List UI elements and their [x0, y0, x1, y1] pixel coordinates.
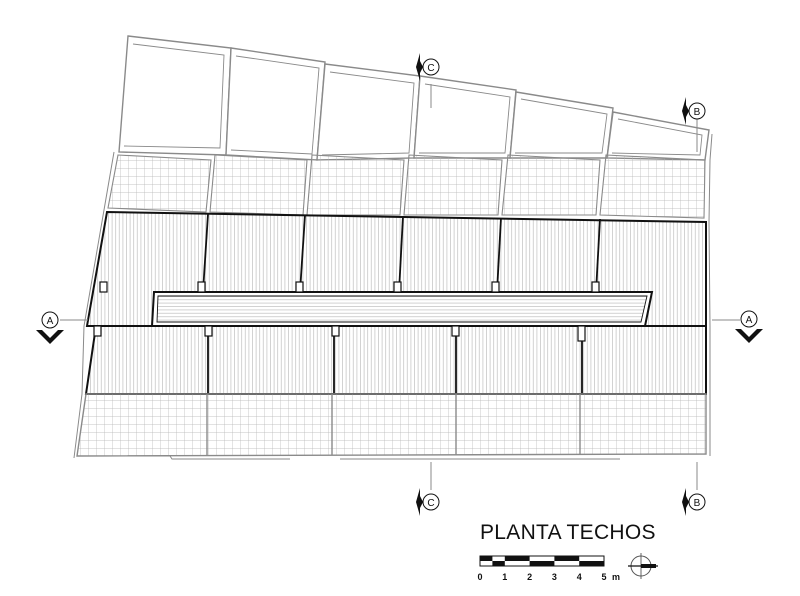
marker-label-c-top: C [427, 63, 434, 74]
tiled-roof-4 [403, 154, 503, 216]
plan-title: PLANTA TECHOS [480, 521, 656, 544]
section-marker-b-bottom: B [682, 488, 706, 516]
scale-label-4: 4 [577, 572, 582, 582]
upper-tiled-band [107, 154, 706, 219]
terrace-5 [509, 91, 614, 159]
terrace-4 [413, 75, 517, 159]
marker-label-b-bottom: B [694, 498, 701, 509]
marker-label-c-bottom: C [427, 498, 434, 509]
scale-label-0: 0 [477, 572, 482, 582]
marker-label-a-right: A [746, 315, 753, 326]
tiled-roof-6 [599, 154, 706, 219]
scale-label-5: 5 [601, 572, 606, 582]
downpipes [93, 281, 600, 342]
terrace-inner-lines [123, 43, 703, 156]
scale-label-2: 2 [527, 572, 532, 582]
lower-sloped-roofs [84, 325, 707, 395]
tiled-roof-5 [501, 154, 601, 216]
scale-label-1: 1 [502, 572, 507, 582]
section-marker-a-right: A [735, 310, 763, 343]
outer-perimeter [73, 133, 713, 459]
section-marker-c-bottom: C [416, 488, 440, 516]
tiled-roof-3 [306, 154, 405, 216]
central-gallery [150, 291, 654, 327]
scale-unit: m [612, 572, 620, 582]
upper-terraces [118, 35, 710, 161]
north-arrow-icon [628, 553, 658, 579]
tiled-roof-lower [76, 393, 707, 457]
lower-tiled-band [76, 393, 707, 460]
section-marker-b-top: B [682, 97, 706, 125]
sloped-roof-lower [86, 326, 706, 394]
terrace-3 [316, 63, 421, 161]
scale-bar: 0 1 2 3 4 5 m [477, 555, 620, 582]
tiled-roof-1 [107, 154, 212, 213]
tiled-roof-2 [209, 154, 308, 216]
marker-label-b-top: B [694, 107, 701, 118]
scale-label-3: 3 [552, 572, 557, 582]
section-lines [60, 84, 740, 490]
section-marker-c-top: C [416, 53, 440, 81]
section-marker-a-left: A [36, 311, 64, 344]
terrace-2 [225, 47, 326, 161]
marker-label-a-left: A [47, 316, 54, 327]
